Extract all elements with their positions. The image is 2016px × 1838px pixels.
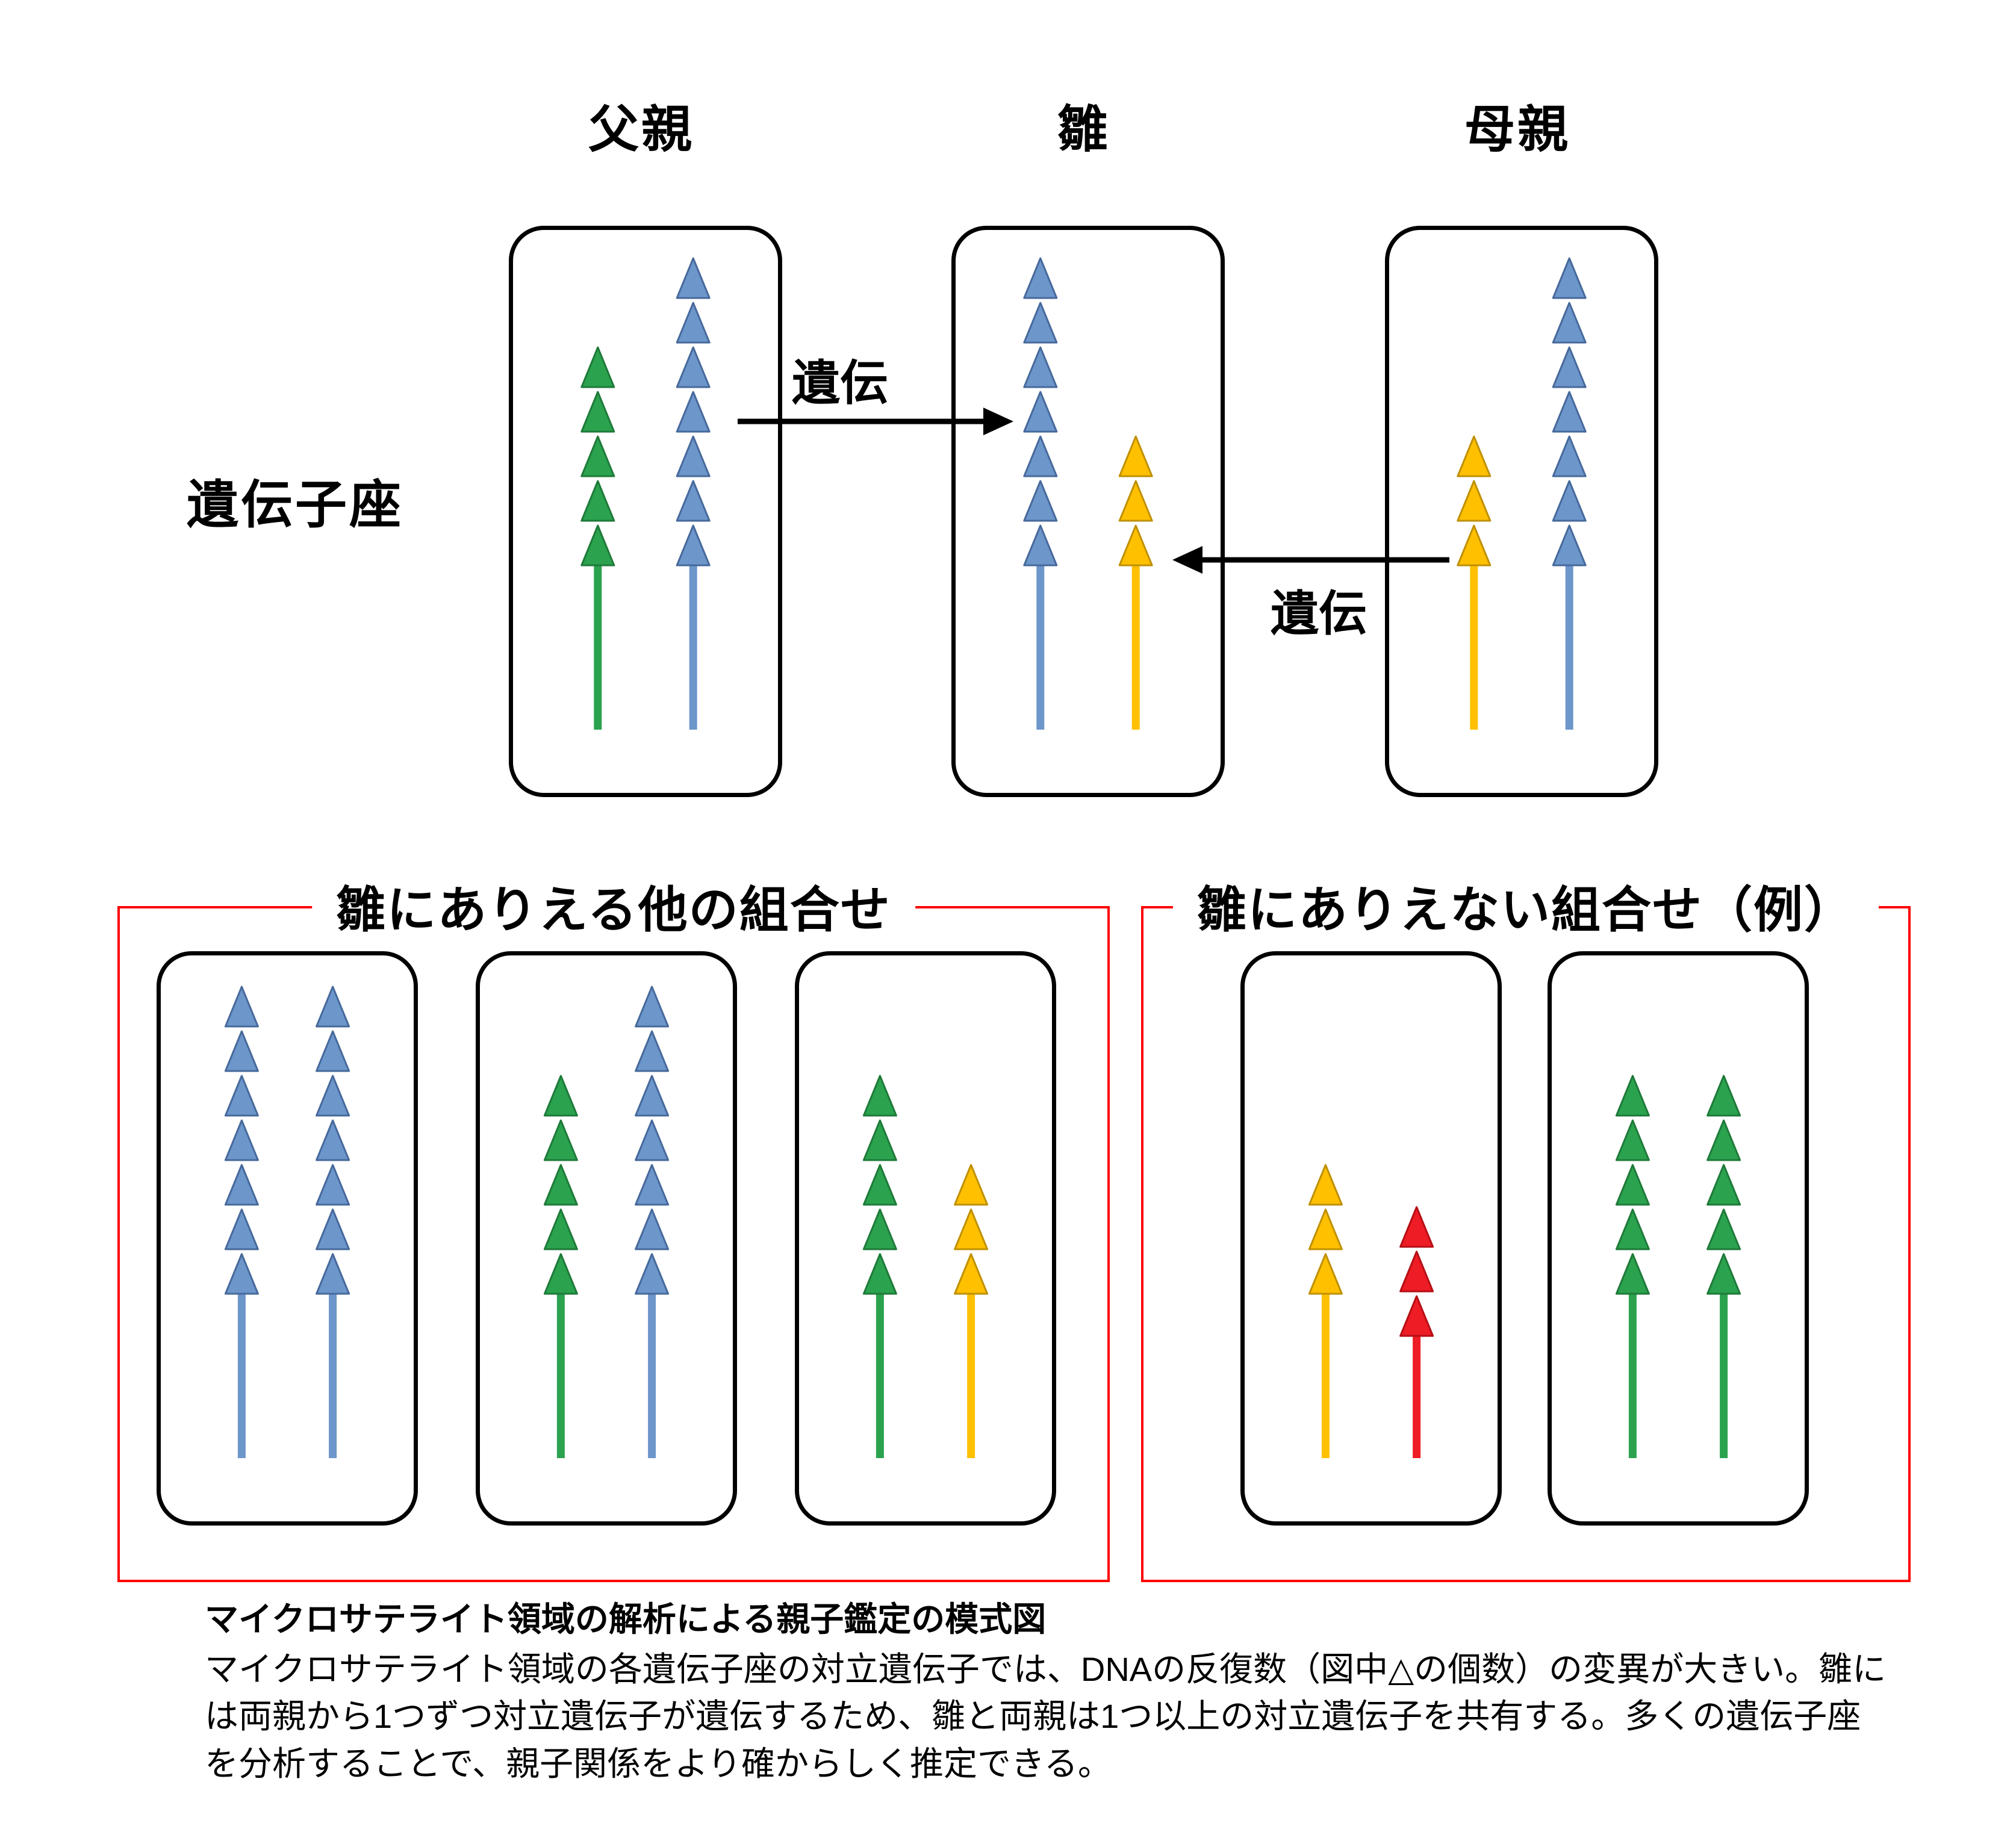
caption-title: マイクロサテライト領域の解析による親子鑑定の模式図 <box>205 1600 1047 1638</box>
father-allele-arrows <box>580 257 711 730</box>
possible-box-3 <box>795 951 1056 1526</box>
inherit-label-2: 遺伝 <box>1271 587 1367 641</box>
inheritance-arrow-father-to-chick <box>738 408 1013 435</box>
caption-body: マイクロサテライト領域の各遺伝子座の対立遺伝子では、DNAの反復数（図中△の個数… <box>205 1650 1887 1783</box>
mother-label: 母親 <box>1464 101 1570 158</box>
father-box <box>509 226 782 797</box>
possible-box-1 <box>157 951 418 1526</box>
possible-box-1-allele-arrows <box>224 986 350 1458</box>
chick-box <box>951 226 1225 797</box>
inherit-label-1: 遺伝 <box>792 356 888 410</box>
impossible-box-1-allele-arrows <box>1308 1164 1434 1458</box>
impossible-box-2 <box>1548 951 1809 1526</box>
impossible-combinations-group: 雛にありえない組合せ（例） <box>1141 869 1911 1582</box>
possible-box-2-allele-arrows <box>543 986 670 1458</box>
impossible-combinations-title: 雛にありえない組合せ（例） <box>1172 869 1879 942</box>
possible-combinations-group: 雛にありえる他の組合せ <box>117 869 1110 1582</box>
father-label: 父親 <box>588 101 694 158</box>
mother-allele-arrows <box>1457 257 1587 730</box>
impossible-box-1 <box>1240 951 1502 1526</box>
possible-combinations-title: 雛にありえる他の組合せ <box>312 869 915 942</box>
figure-caption: マイクロサテライト領域の解析による親子鑑定の模式図 マイクロサテライト領域の各遺… <box>205 1592 1891 1787</box>
locus-label: 遺伝子座 <box>187 476 403 534</box>
chick-allele-arrows <box>1023 257 1153 730</box>
mother-box <box>1385 226 1658 797</box>
inheritance-arrow-mother-to-chick <box>1172 546 1449 574</box>
impossible-box-2-allele-arrows <box>1615 1075 1741 1458</box>
chick-label: 雛 <box>1057 101 1110 158</box>
possible-box-3-allele-arrows <box>862 1075 989 1458</box>
possible-box-2 <box>476 951 737 1526</box>
